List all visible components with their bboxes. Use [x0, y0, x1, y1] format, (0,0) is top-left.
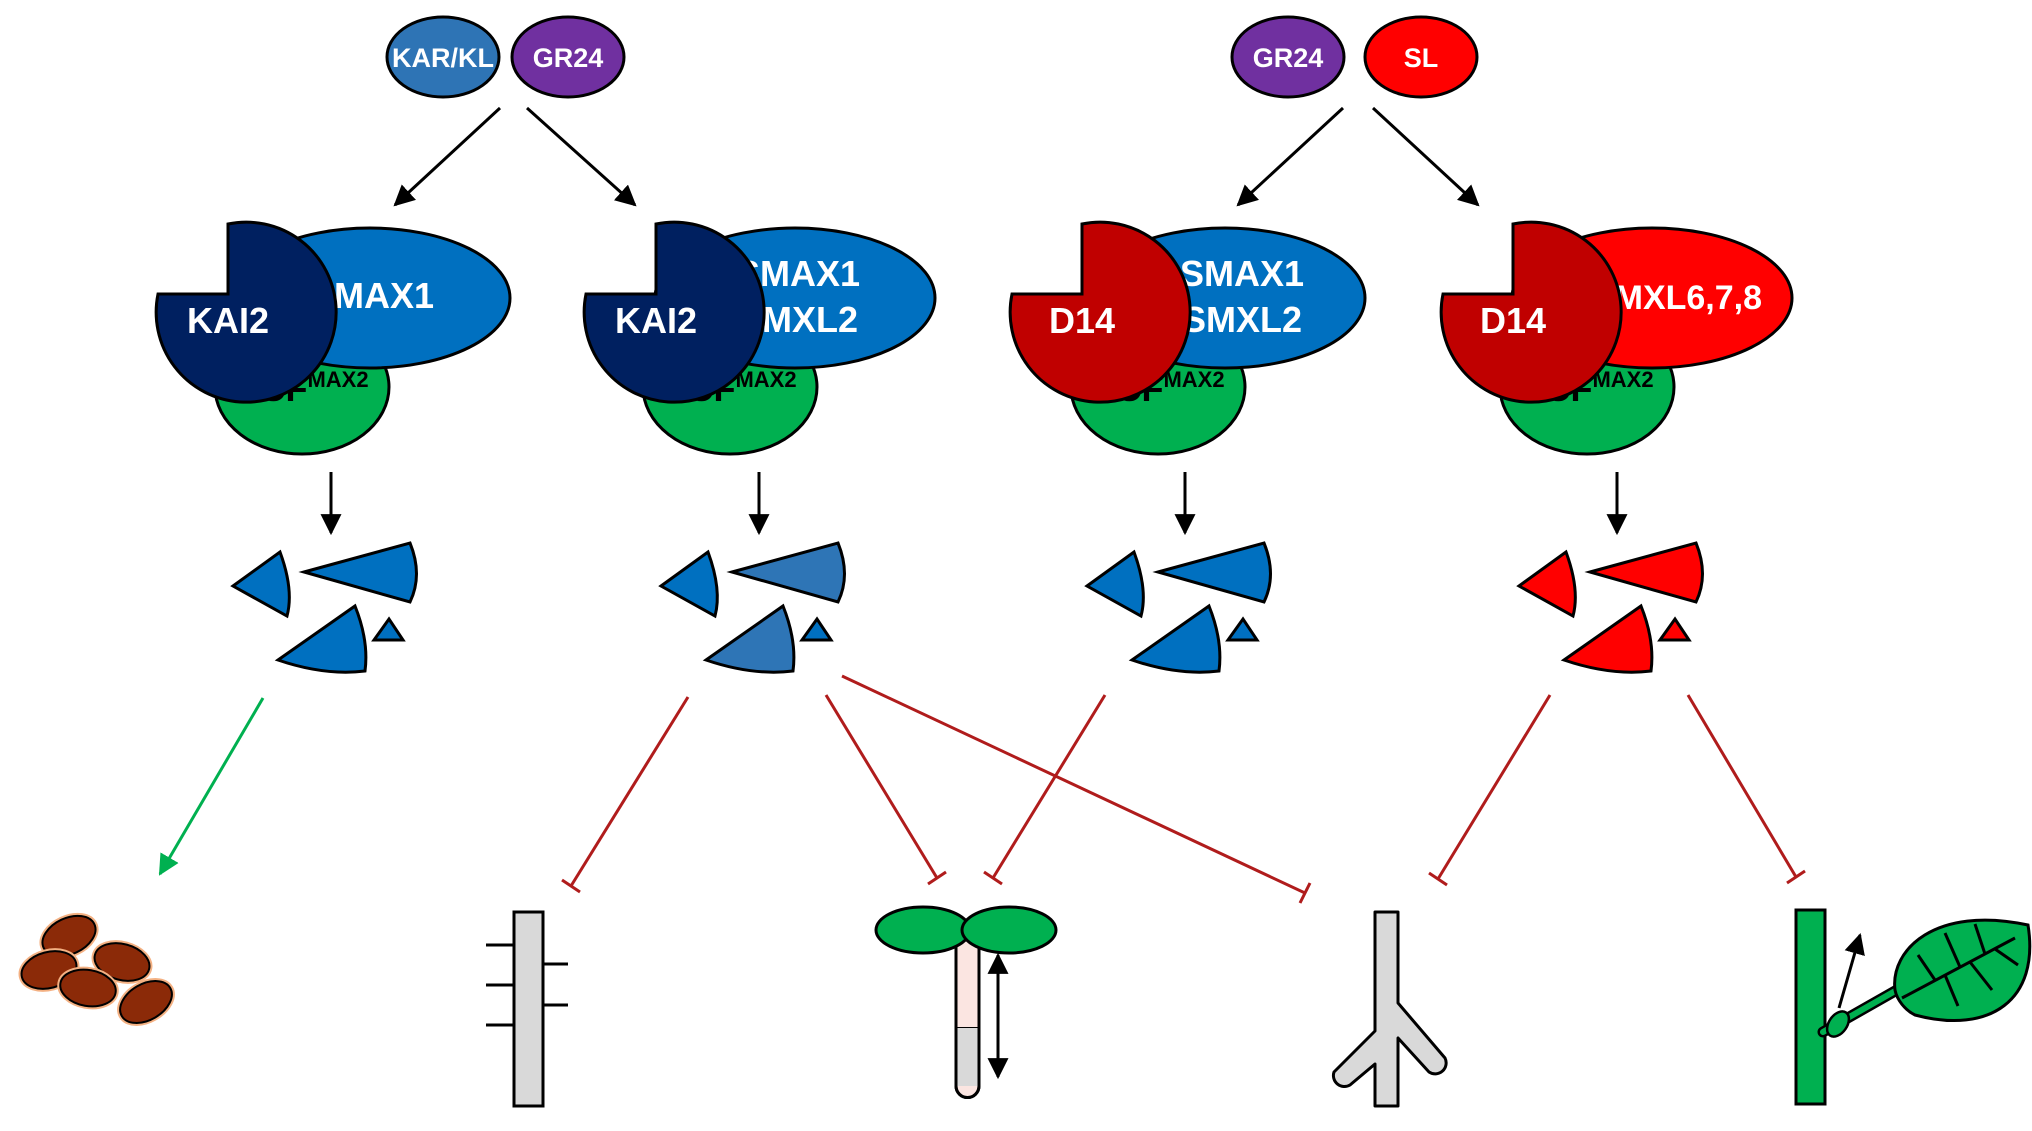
signal-kar-kl-shape	[385, 15, 501, 99]
kai2-label: KAI2	[187, 300, 269, 341]
signal-sl-shape	[1363, 15, 1479, 99]
cotyledon-left	[874, 905, 972, 955]
fragment	[1152, 541, 1272, 604]
fragment	[371, 616, 406, 642]
inhibit-lateral-root-bar	[1298, 882, 1312, 904]
kai2-receptor-shape	[154, 220, 338, 404]
fragment	[1560, 603, 1654, 674]
inhibit-hypocotyl-b	[991, 694, 1107, 879]
d14-label: D14	[1480, 300, 1546, 341]
smax1-label: SMAX1	[1180, 253, 1304, 294]
vein	[1973, 923, 1987, 955]
signal-gr24-right-label: GR24	[1253, 43, 1324, 73]
root-segment	[512, 910, 545, 1108]
vein	[1994, 947, 2019, 967]
signal-gr24-right-shape	[1230, 15, 1346, 99]
inhibit-shoot-branching	[1686, 694, 1798, 878]
inhibit-shoot-branching-bar	[1786, 869, 1806, 885]
seed	[59, 968, 117, 1008]
inhibit-lateral-root	[841, 674, 1306, 895]
signal-gr24-left: GR24	[510, 15, 626, 99]
seed	[93, 942, 151, 982]
d14-label: D14	[1049, 300, 1115, 341]
fragment	[230, 549, 291, 619]
promote-arrow-germination	[158, 697, 265, 876]
fragment	[1516, 549, 1577, 619]
d14-receptor-shape	[1439, 220, 1623, 404]
fragment	[1584, 541, 1704, 604]
signal-sl-label: SL	[1404, 43, 1439, 73]
fragment	[799, 616, 834, 642]
branched-root	[1331, 910, 1448, 1108]
fragment	[1128, 603, 1222, 674]
fragment	[274, 603, 368, 674]
fragment	[1084, 549, 1145, 619]
axillary-bud	[1825, 1010, 1851, 1038]
signal-sl: SL	[1363, 15, 1479, 99]
degraded-smax1-smxl2-fragments-a	[658, 541, 846, 674]
signal-kar-kl: KAR/KL	[385, 15, 501, 99]
inhibit-hypocotyl-a	[824, 694, 939, 879]
root-hair-stem-icon	[486, 910, 568, 1108]
fragment	[658, 549, 719, 619]
seed-germination-icon	[18, 912, 175, 1026]
seedling-hypocotyl-icon	[874, 905, 1058, 1099]
degraded-smax1-smxl2-fragments-b	[1084, 541, 1272, 674]
arrow-signal-to-complex-3	[1236, 106, 1345, 207]
signal-gr24-right: GR24	[1230, 15, 1346, 99]
signal-gr24-left-shape	[510, 15, 626, 99]
fragment	[1657, 616, 1692, 642]
inhibit-hypocotyl-b-bar	[983, 870, 1003, 886]
smxl2-label: SMXL2	[1182, 299, 1302, 340]
root-hairs	[486, 943, 568, 1027]
root-tip	[956, 1028, 979, 1086]
arrow-signal-to-complex-1	[393, 106, 502, 207]
stem	[1794, 908, 1827, 1106]
cotyledon-right	[960, 905, 1058, 955]
inhibition-lines	[561, 674, 1806, 904]
seed	[41, 914, 97, 958]
degraded-smax1-fragments	[230, 541, 418, 674]
inhibit-root-hair	[569, 696, 690, 887]
complex-d14-smax1-smxl2: SCFMAX2 SMAX1 SMXL2 D14	[1008, 220, 1367, 456]
signal-kar-kl-label: KAR/KL	[392, 43, 494, 73]
arrow-signal-to-complex-4	[1371, 106, 1480, 207]
leaf-blade	[1893, 918, 2032, 1023]
fragment	[726, 541, 846, 604]
lateral-root-branching-icon	[1331, 910, 1448, 1108]
bud-outgrowth-arrow	[1837, 932, 1865, 1009]
vein	[1968, 961, 1994, 991]
leaf-veins	[1901, 923, 2019, 1007]
kai2-receptor-shape	[582, 220, 766, 404]
fragment	[702, 603, 796, 674]
complex-d14-smxl678: SCFMAX2 SMXL6,7,8 D14	[1439, 220, 1794, 456]
inhibit-root-hair-bar	[561, 878, 581, 894]
vein	[1916, 954, 1937, 981]
inhibit-lateral-root-b	[1436, 694, 1552, 880]
complex-kai2-smax1: SCFMAX2 SMAX1 KAI2	[154, 220, 512, 456]
inhibit-hypocotyl-a-bar	[927, 870, 947, 886]
hypocotyl-outline	[954, 1028, 981, 1099]
signal-gr24-left-label: GR24	[533, 43, 604, 73]
d14-receptor-shape	[1008, 220, 1192, 404]
seed	[119, 980, 173, 1024]
inhibit-lateral-root-b-bar	[1428, 871, 1448, 887]
vein	[1943, 932, 1962, 968]
degraded-smxl678-fragments	[1516, 541, 1704, 674]
shoot-branching-leaf-icon	[1794, 908, 2032, 1106]
fragment	[298, 541, 418, 604]
complex-kai2-smax1-smxl2: SCFMAX2 SMAX1 SMXL2 KAI2	[582, 220, 937, 456]
fragment	[1225, 616, 1260, 642]
vein	[1943, 974, 1960, 1007]
kai2-label: KAI2	[615, 300, 697, 341]
arrow-signal-to-complex-2	[525, 106, 637, 207]
